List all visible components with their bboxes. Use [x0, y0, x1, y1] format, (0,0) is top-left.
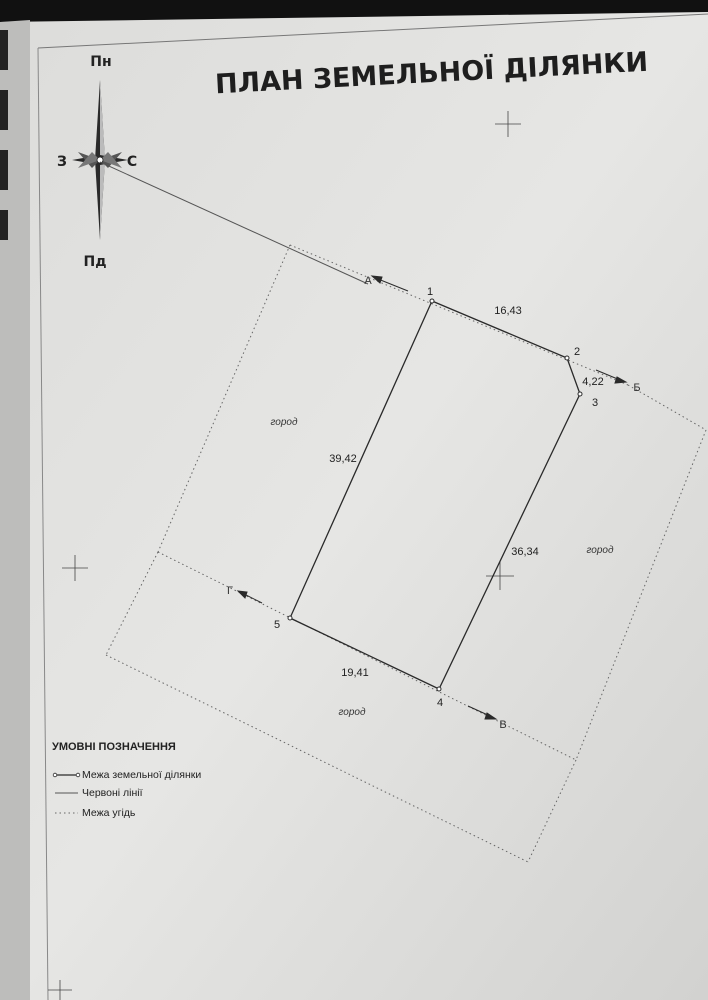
- vertex-marker: [429, 298, 435, 304]
- compass-south-label: Пд: [83, 254, 106, 270]
- legend: УМОВНІ ПОЗНАЧЕННЯ Межа земельної ділянки…: [52, 741, 201, 819]
- red-line-top: [99, 161, 369, 285]
- parcel-vertices: [287, 298, 583, 692]
- point-label-2: 2: [574, 346, 580, 358]
- point-label-4: 4: [437, 697, 443, 709]
- parcel-boundary: [289, 300, 581, 690]
- landuse-label-bottom: город: [338, 707, 366, 718]
- legend-title: УМОВНІ ПОЗНАЧЕННЯ: [52, 741, 176, 753]
- legend-item-label: Червоні лінії: [82, 787, 143, 799]
- adjacency-letter-g: Г: [227, 585, 233, 597]
- vertex-marker: [577, 391, 583, 397]
- adjacency-letter-a: А: [364, 275, 372, 287]
- adjacency-arrows: [236, 275, 628, 720]
- adjacency-letter-b: Б: [633, 382, 640, 394]
- compass-east-label: С: [127, 154, 137, 170]
- dimension-2-3: 4,22: [582, 376, 603, 388]
- point-label-5: 5: [274, 619, 280, 631]
- cross-mark: [48, 980, 72, 1000]
- landuse-label-right: город: [586, 545, 614, 556]
- land-boundaries: [105, 244, 707, 863]
- legend-item-label: Межа угідь: [82, 807, 136, 819]
- point-label-1: 1: [427, 286, 433, 298]
- compass-rose-icon: [72, 80, 128, 240]
- document-title: ПЛАН ЗЕМЕЛЬНОЇ ДІЛЯНКИ: [214, 46, 649, 101]
- landuse-label-left: город: [270, 417, 298, 428]
- compass-north-label: Пн: [90, 54, 111, 70]
- cross-mark: [495, 111, 521, 137]
- dimension-5-1: 39,42: [329, 453, 357, 465]
- vertex-marker: [287, 615, 293, 621]
- dimension-4-5: 19,41: [341, 667, 369, 679]
- dimension-1-2: 16,43: [494, 305, 522, 317]
- vertex-marker: [436, 686, 442, 692]
- dimension-3-4: 36,34: [511, 546, 539, 558]
- vertex-marker: [564, 355, 570, 361]
- compass-west-label: З: [57, 154, 67, 170]
- adjacency-letter-v: В: [499, 719, 506, 731]
- cross-mark: [62, 555, 88, 581]
- cross-mark: [486, 562, 514, 590]
- registration-marks: [62, 111, 521, 590]
- point-label-3: 3: [592, 397, 598, 409]
- legend-symbol-parcel-boundary: [52, 772, 81, 778]
- legend-item-label: Межа земельної ділянки: [82, 769, 201, 781]
